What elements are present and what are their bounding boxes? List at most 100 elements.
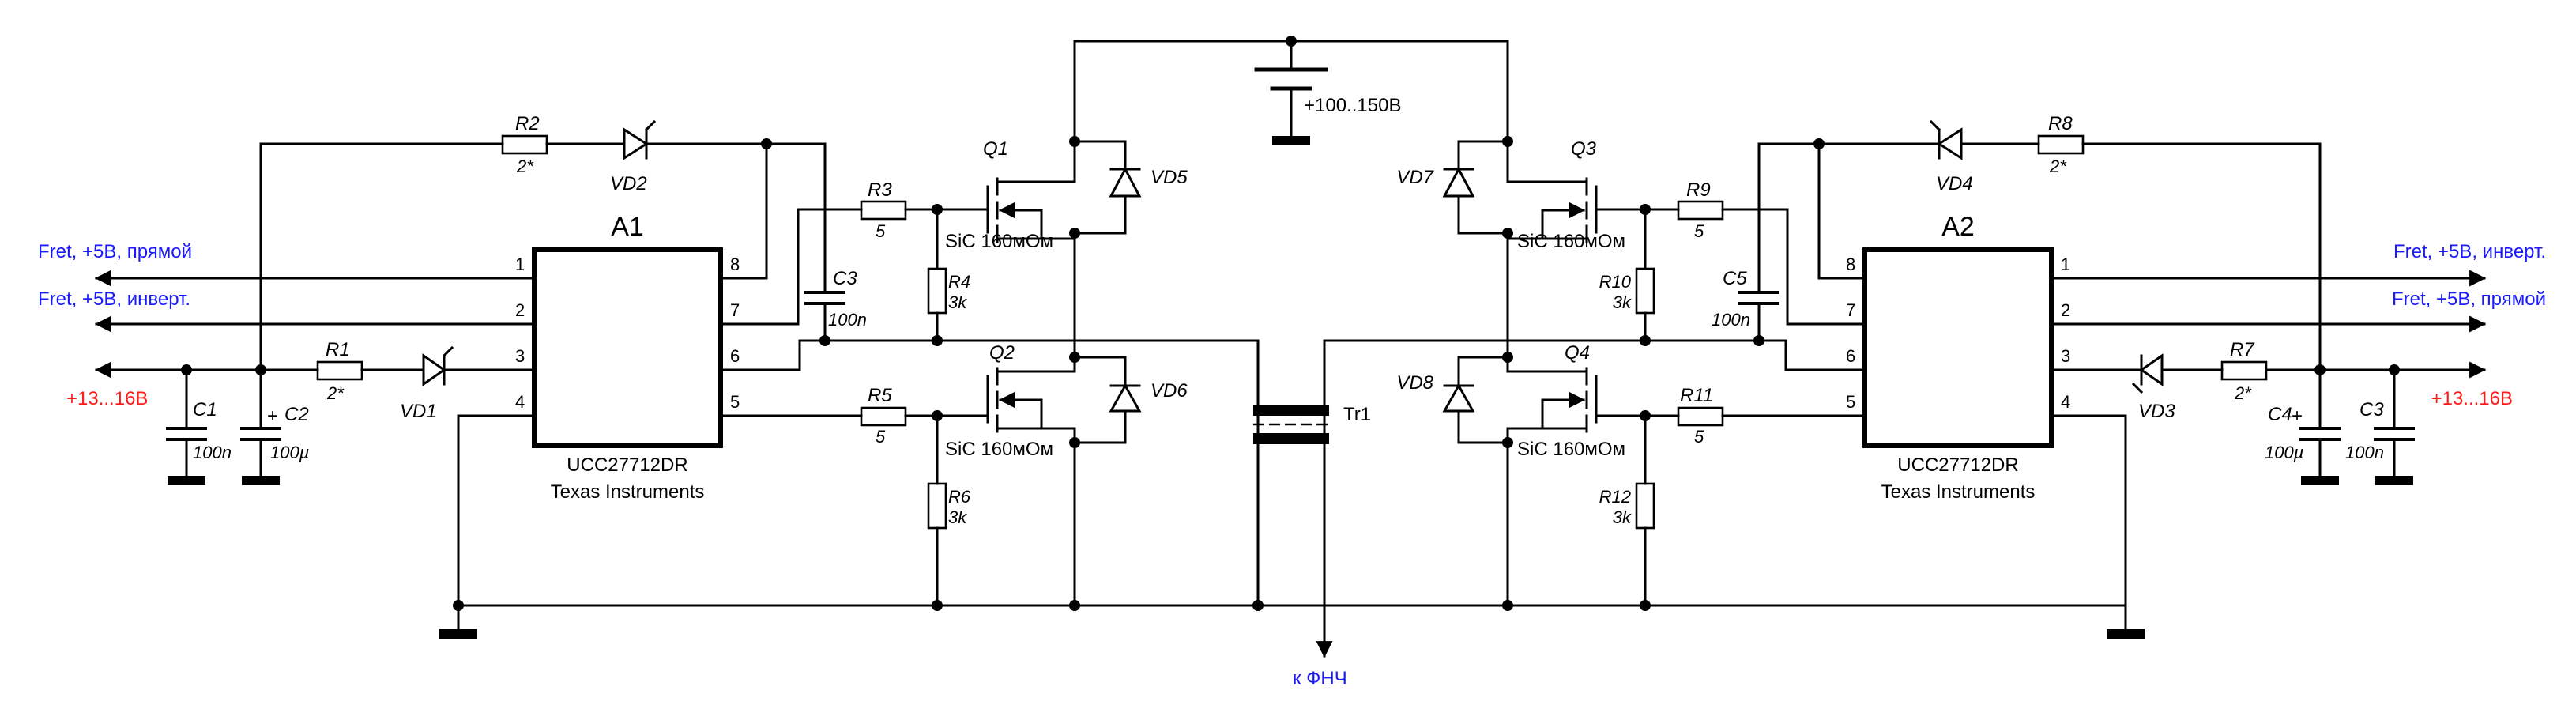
left-mosfet-q1: Q1 SiC 160мОм VD5 [945, 90, 1188, 342]
right-input-1-label: Fret, +5В, инверт. [2393, 241, 2546, 262]
svg-text:SiC 160мОм: SiC 160мОм [945, 439, 1053, 460]
left-input-2-label: Fret, +5В, инверт. [38, 288, 190, 310]
svg-text:R2: R2 [515, 113, 540, 134]
svg-text:8: 8 [1846, 254, 1855, 274]
svg-text:VD2: VD2 [610, 173, 647, 194]
svg-text:R8: R8 [2048, 113, 2073, 134]
svg-text:100n: 100n [2345, 443, 2384, 462]
right-input-2-label: Fret, +5В, прямой [2392, 288, 2546, 310]
hv-supply-label: +100..150В [1304, 95, 1401, 116]
svg-text:R7: R7 [2230, 339, 2255, 360]
left-gate-drive: C3 100n R3 5 R4 3k R5 5 R6 3k [719, 142, 1076, 607]
svg-text:3: 3 [2061, 346, 2070, 366]
left-inputs: Fret, +5В, прямой Fret, +5В, инверт. [38, 241, 536, 333]
left-power-label: +13...16В [66, 388, 148, 409]
svg-text:6: 6 [1846, 346, 1855, 366]
left-power-rail: +13...16В R1 2* VD1 C1 100n + C2 100µ R2 [66, 113, 827, 639]
svg-text:100n: 100n [193, 443, 232, 462]
svg-text:5: 5 [730, 392, 740, 412]
svg-text:3k: 3k [948, 292, 967, 312]
right-driver-ic: A2 UCC27712DR Texas Instruments 1 2 3 4 … [1846, 212, 2070, 503]
svg-text:4: 4 [515, 392, 525, 412]
svg-text:VD7: VD7 [1396, 167, 1434, 188]
svg-text:+: + [2292, 405, 2303, 427]
svg-text:R9: R9 [1686, 179, 1711, 201]
svg-text:100µ: 100µ [270, 443, 309, 462]
svg-text:VD1: VD1 [400, 401, 437, 422]
svg-text:Q2: Q2 [989, 342, 1015, 364]
left-driver-ic: A1 UCC27712DR Texas Instruments 1 2 3 4 … [515, 212, 740, 503]
svg-text:6: 6 [730, 346, 740, 366]
svg-text:C4: C4 [2268, 404, 2292, 425]
right-mosfet-q4: Q4 SiC 160мОм VD8 [1396, 339, 1625, 607]
svg-text:5: 5 [1846, 392, 1855, 412]
right-gate-drive: C5 100n R9 5 R10 3k R11 5 R12 3k [1506, 142, 1866, 607]
svg-text:SiC 160мОм: SiC 160мОм [945, 231, 1053, 252]
svg-text:+: + [267, 405, 278, 427]
svg-text:2: 2 [2061, 300, 2070, 320]
svg-text:8: 8 [730, 254, 740, 274]
svg-text:2: 2 [515, 300, 525, 320]
svg-text:SiC 160мОм: SiC 160мОм [1517, 439, 1625, 460]
svg-text:2*: 2* [326, 383, 345, 403]
svg-text:VD6: VD6 [1151, 380, 1188, 401]
left-input-1-label: Fret, +5В, прямой [38, 241, 192, 262]
svg-text:7: 7 [1846, 300, 1855, 320]
svg-text:Q1: Q1 [983, 138, 1008, 160]
svg-text:SiC 160мОм: SiC 160мОм [1517, 231, 1625, 252]
svg-text:C1: C1 [193, 399, 217, 420]
svg-text:5: 5 [1694, 221, 1704, 241]
svg-text:5: 5 [876, 427, 886, 447]
tr1-label: Tr1 [1343, 404, 1371, 425]
svg-text:Texas Instruments: Texas Instruments [551, 481, 705, 503]
svg-text:100n: 100n [1712, 310, 1750, 330]
svg-text:3k: 3k [1613, 292, 1632, 312]
svg-text:A1: A1 [611, 212, 644, 242]
svg-text:R3: R3 [868, 179, 892, 201]
output-label: к ФНЧ [1293, 668, 1347, 689]
svg-text:VD5: VD5 [1151, 167, 1188, 188]
svg-text:R5: R5 [868, 385, 892, 406]
svg-text:R11: R11 [1680, 385, 1713, 406]
svg-text:UCC27712DR: UCC27712DR [567, 454, 687, 476]
svg-text:100n: 100n [828, 310, 867, 330]
transformer-tr1: Tr1 [1073, 339, 1509, 607]
svg-text:1: 1 [2061, 254, 2070, 274]
ground-symbol [1272, 136, 1310, 145]
left-mosfet-q2: Q2 SiC 160мОм VD6 [945, 339, 1188, 607]
svg-text:VD3: VD3 [2138, 401, 2175, 422]
svg-text:5: 5 [1694, 427, 1704, 447]
right-mosfet-q3: Q3 SiC 160мОм VD7 [1396, 136, 1625, 342]
svg-text:3: 3 [515, 346, 525, 366]
svg-text:2*: 2* [516, 156, 534, 176]
svg-text:VD8: VD8 [1396, 372, 1433, 394]
svg-text:R4: R4 [948, 272, 970, 292]
right-power-rail: +13...16В R7 2* VD3 + C4 100µ C3 100n R8 [1757, 113, 2513, 639]
right-inputs: Fret, +5В, инверт. Fret, +5В, прямой [2050, 241, 2546, 333]
svg-text:C2: C2 [284, 404, 309, 425]
svg-text:Q3: Q3 [1571, 138, 1597, 160]
hv-supply: +100..150В [1073, 36, 1509, 145]
svg-text:1: 1 [515, 254, 525, 274]
svg-text:R6: R6 [948, 487, 971, 507]
svg-text:5: 5 [876, 221, 886, 241]
svg-text:C3: C3 [833, 268, 857, 289]
ground-bus: к ФНЧ [453, 600, 2127, 689]
svg-text:3k: 3k [948, 507, 967, 527]
svg-text:2*: 2* [2049, 156, 2067, 176]
right-power-label: +13...16В [2431, 388, 2513, 409]
svg-text:2*: 2* [2234, 383, 2252, 403]
svg-text:4: 4 [2061, 392, 2070, 412]
svg-text:UCC27712DR: UCC27712DR [1897, 454, 2018, 476]
svg-text:Texas Instruments: Texas Instruments [1881, 481, 2036, 503]
svg-text:A2: A2 [1941, 212, 1975, 242]
svg-text:C3: C3 [2359, 399, 2384, 420]
svg-text:7: 7 [730, 300, 740, 320]
svg-text:VD4: VD4 [1936, 173, 1973, 194]
svg-text:R1: R1 [326, 339, 350, 360]
svg-text:C5: C5 [1723, 268, 1747, 289]
svg-text:R10: R10 [1599, 272, 1632, 292]
svg-text:Q4: Q4 [1565, 342, 1590, 364]
svg-text:R12: R12 [1599, 487, 1631, 507]
